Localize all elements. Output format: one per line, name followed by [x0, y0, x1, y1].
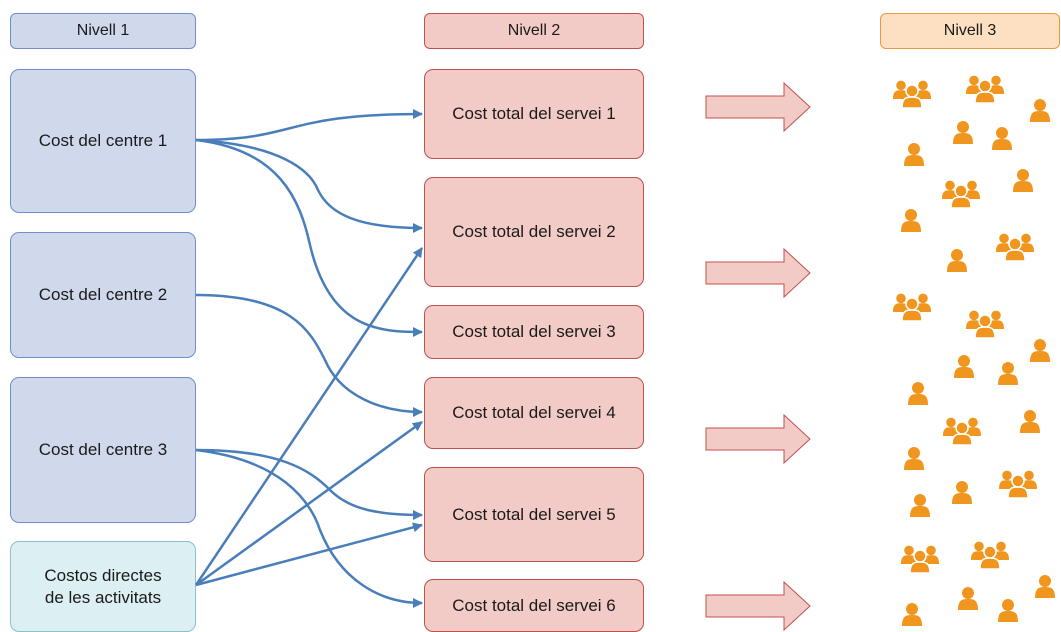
people-group-icon: [942, 181, 980, 208]
people-group-icon: [971, 542, 1009, 569]
person-icon: [954, 355, 974, 378]
service-4-box: Cost total del servei 4: [424, 377, 644, 449]
people-group-icon: [996, 234, 1034, 261]
person-icon: [901, 209, 921, 232]
block-arrow-right-icon: [705, 81, 811, 133]
person-icon: [947, 249, 967, 272]
person-icon: [904, 143, 924, 166]
person-icon: [1035, 575, 1055, 598]
level-1-header: Nivell 1: [10, 13, 196, 49]
people-group-icon: [943, 418, 981, 445]
service-5-box: Cost total del servei 5: [424, 467, 644, 562]
centre-1-box: Cost del centre 1: [10, 69, 196, 213]
people-group-icon: [901, 546, 939, 573]
person-icon: [953, 121, 973, 144]
person-icon: [1020, 410, 1040, 433]
service-2-box: Cost total del servei 2: [424, 177, 644, 287]
person-icon: [1013, 169, 1033, 192]
people-group-icon: [966, 76, 1004, 103]
person-icon: [992, 127, 1012, 150]
block-arrow-right-icon: [705, 413, 811, 465]
person-icon: [1030, 339, 1050, 362]
connector-centre3-service5: [195, 448, 423, 520]
connector-direct-service5: [195, 522, 423, 587]
block-arrow-right-icon: [705, 247, 811, 299]
person-icon: [998, 362, 1018, 385]
connector-centre1-service1: [195, 109, 423, 142]
person-icon: [958, 587, 978, 610]
centre-2-box: Cost del centre 2: [10, 232, 196, 358]
direct-costs-box: Costos directes de les activitats: [10, 541, 196, 632]
level-2-header: Nivell 2: [424, 13, 644, 49]
person-icon: [908, 382, 928, 405]
level-3-header: Nivell 3: [880, 13, 1060, 49]
person-icon: [910, 494, 930, 517]
block-arrow-right-icon: [705, 580, 811, 632]
connector-centre3-service6: [195, 448, 423, 608]
person-icon: [1030, 99, 1050, 122]
connector-direct-service4: [195, 420, 423, 587]
service-1-box: Cost total del servei 1: [424, 69, 644, 159]
person-icon: [902, 603, 922, 626]
people-group-icon: [893, 294, 931, 321]
person-icon: [998, 599, 1018, 622]
connector-centre1-service3: [195, 138, 423, 337]
connector-centre1-service2: [195, 138, 423, 233]
people-group-icon: [999, 471, 1037, 498]
centre-3-box: Cost del centre 3: [10, 377, 196, 523]
service-3-box: Cost total del servei 3: [424, 305, 644, 359]
service-6-box: Cost total del servei 6: [424, 579, 644, 632]
person-icon: [904, 447, 924, 470]
connector-direct-service2: [194, 247, 424, 586]
person-icon: [952, 481, 972, 504]
people-group-icon: [966, 311, 1004, 338]
people-group-icon: [893, 81, 931, 108]
connector-centre2-service4: [195, 293, 423, 417]
